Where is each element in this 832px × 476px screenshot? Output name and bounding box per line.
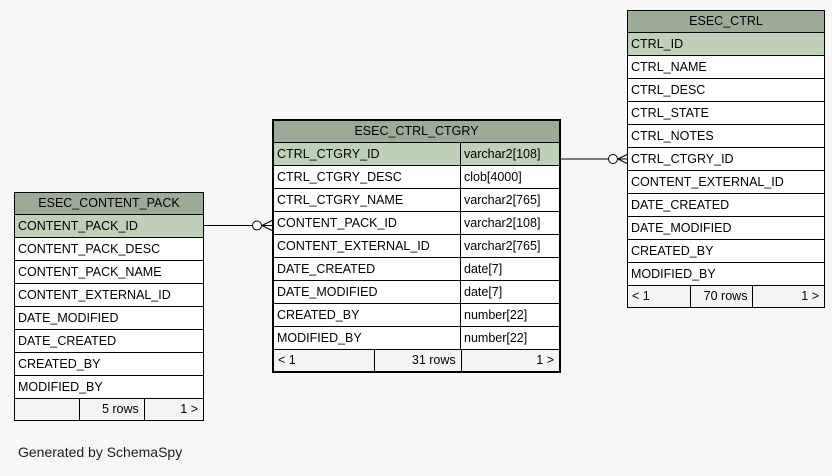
table-name-header[interactable]: ESEC_CONTENT_PACK	[15, 193, 203, 215]
column-type: varchar2[108]	[460, 143, 559, 165]
column-row: CREATED_BY	[15, 353, 203, 376]
column-name: CTRL_CTGRY_ID	[631, 152, 734, 166]
column-name: CONTENT_EXTERNAL_ID	[277, 239, 430, 253]
generated-by-caption: Generated by SchemaSpy	[18, 444, 183, 460]
column-row: DATE_CREATED	[15, 330, 203, 353]
column-name: CTRL_NAME	[631, 60, 707, 74]
relationship-content-pack-connector	[204, 220, 273, 231]
column-row: DATE_MODIFIED	[15, 307, 203, 330]
column-type: number[22]	[460, 304, 559, 326]
column-type: varchar2[765]	[460, 235, 559, 257]
column-type: varchar2[108]	[460, 212, 559, 234]
column-type: number[22]	[460, 327, 559, 349]
column-name: MODIFIED_BY	[277, 331, 362, 345]
column-name: CONTENT_PACK_ID	[277, 216, 397, 230]
column-row: CREATED_BY number[22]	[274, 304, 559, 327]
column-type: date[7]	[460, 258, 559, 280]
column-name: MODIFIED_BY	[18, 380, 103, 394]
column-name: CREATED_BY	[277, 308, 360, 322]
footer-row-count: 31 rows	[373, 350, 461, 371]
table-esec-ctrl[interactable]: ESEC_CTRL CTRL_ID CTRL_NAME CTRL_DESC CTRL_S…	[627, 10, 825, 308]
table-esec-content-pack[interactable]: ESEC_CONTENT_PACK CONTENT_PACK_ID CONTENT_…	[14, 192, 204, 421]
column-name: CONTENT_PACK_DESC	[18, 242, 161, 256]
column-row: DATE_MODIFIED	[628, 217, 824, 240]
column-row: MODIFIED_BY	[15, 376, 203, 399]
column-row: MODIFIED_BY number[22]	[274, 327, 559, 350]
column-row: CTRL_STATE	[628, 102, 824, 125]
column-row: MODIFIED_BY	[628, 263, 824, 286]
column-type: varchar2[765]	[460, 189, 559, 211]
footer-page: 1 >	[752, 286, 824, 307]
zero-circle-icon	[252, 220, 262, 231]
column-row: CONTENT_PACK_NAME	[15, 261, 203, 284]
column-name: DATE_MODIFIED	[631, 221, 732, 235]
column-row: DATE_CREATED date[7]	[274, 258, 559, 281]
column-name: CREATED_BY	[18, 357, 101, 371]
column-name: DATE_MODIFIED	[18, 311, 119, 325]
column-name: DATE_CREATED	[631, 198, 730, 212]
footer-first-page: < 1	[278, 353, 296, 367]
column-name: CTRL_CTGRY_NAME	[277, 193, 404, 207]
column-name: CTRL_CTGRY_ID	[277, 147, 380, 161]
column-name: DATE_CREATED	[18, 334, 117, 348]
column-name: CTRL_DESC	[631, 83, 706, 97]
primary-key-row: CONTENT_PACK_ID	[15, 215, 203, 238]
column-row: CTRL_NOTES	[628, 125, 824, 148]
table-name-header[interactable]: ESEC_CTRL_CTGRY	[274, 121, 559, 143]
column-name: CTRL_CTGRY_DESC	[277, 170, 402, 184]
column-name: MODIFIED_BY	[631, 267, 716, 281]
crow-foot-icon	[261, 220, 273, 231]
column-row: CONTENT_EXTERNAL_ID	[15, 284, 203, 307]
column-type: clob[4000]	[460, 166, 559, 188]
column-name: CTRL_STATE	[631, 106, 710, 120]
footer-first-page	[15, 399, 79, 420]
footer-page: 1 >	[460, 350, 559, 371]
column-type: date[7]	[460, 281, 559, 303]
primary-key-row: CTRL_CTGRY_ID varchar2[108]	[274, 143, 559, 166]
column-name: CTRL_ID	[631, 37, 684, 51]
column-name: CTRL_NOTES	[631, 129, 714, 143]
column-name: CONTENT_EXTERNAL_ID	[631, 175, 784, 189]
column-row: CREATED_BY	[628, 240, 824, 263]
table-esec-ctrl-ctgry[interactable]: ESEC_CTRL_CTGRY CTRL_CTGRY_ID varchar2[108…	[272, 119, 561, 373]
column-row: CTRL_CTGRY_DESC clob[4000]	[274, 166, 559, 189]
footer-row-count: 5 rows	[78, 399, 144, 420]
column-name: CONTENT_PACK_NAME	[18, 265, 162, 279]
column-row: DATE_MODIFIED date[7]	[274, 281, 559, 304]
footer-first-page: < 1	[632, 289, 650, 303]
column-name: CREATED_BY	[631, 244, 714, 258]
column-row: CTRL_CTGRY_ID	[628, 148, 824, 171]
table-name-header[interactable]: ESEC_CTRL	[628, 11, 824, 33]
primary-key-row: CTRL_ID	[628, 33, 824, 56]
column-row: CTRL_DESC	[628, 79, 824, 102]
column-row: CONTENT_PACK_ID varchar2[108]	[274, 212, 559, 235]
column-name: DATE_CREATED	[277, 262, 376, 276]
footer-row-count: 70 rows	[689, 286, 753, 307]
column-row: CONTENT_EXTERNAL_ID	[628, 171, 824, 194]
relationship-ctrl-ctgry-connector	[561, 153, 629, 165]
column-row: CONTENT_PACK_DESC	[15, 238, 203, 261]
column-row: CTRL_CTGRY_NAME varchar2[765]	[274, 189, 559, 212]
column-name: CONTENT_PACK_ID	[18, 219, 138, 233]
column-row: DATE_CREATED	[628, 194, 824, 217]
footer-page: 1 >	[143, 399, 203, 420]
column-row: CTRL_NAME	[628, 56, 824, 79]
column-name: DATE_MODIFIED	[277, 285, 378, 299]
column-name: CONTENT_EXTERNAL_ID	[18, 288, 171, 302]
column-row: CONTENT_EXTERNAL_ID varchar2[765]	[274, 235, 559, 258]
zero-circle-icon	[608, 154, 618, 164]
